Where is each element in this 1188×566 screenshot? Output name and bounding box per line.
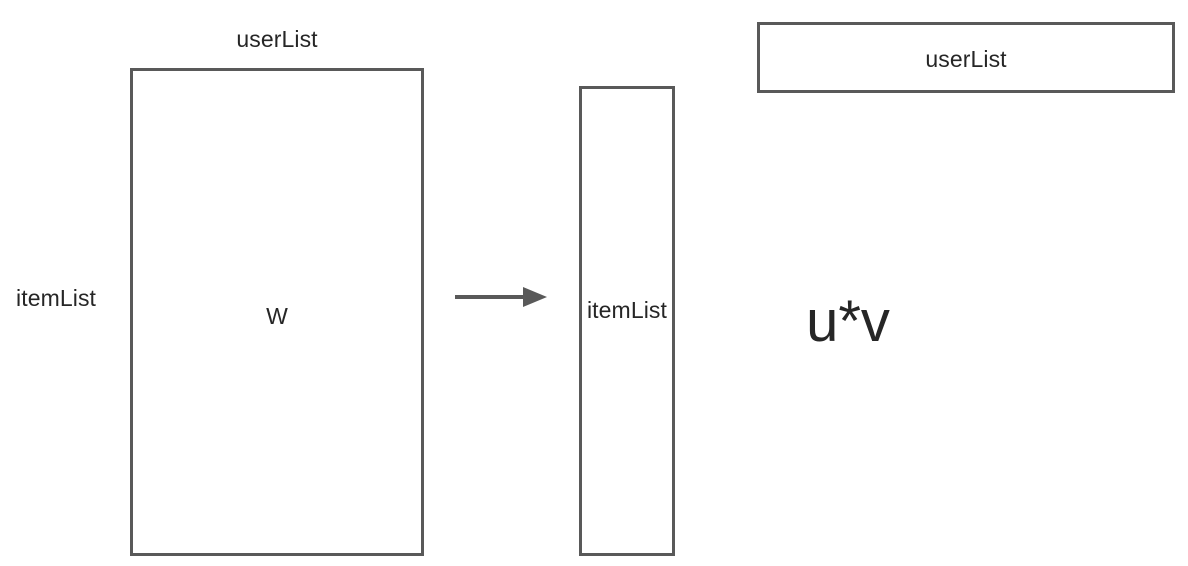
matrix-w-rectangle xyxy=(130,68,424,556)
product-formula-label: u*v xyxy=(806,289,890,354)
item-vector-rectangle xyxy=(579,86,675,556)
matrix-userlist-axis-label: userList xyxy=(236,26,318,52)
matrix-w-label: W xyxy=(266,303,288,329)
item-vector-label: itemList xyxy=(586,297,668,323)
right-arrow-icon xyxy=(455,287,547,307)
matrix-itemlist-axis-label: itemList xyxy=(16,285,97,311)
user-vector-rectangle xyxy=(757,22,1175,93)
user-vector-label: userList xyxy=(925,46,1007,72)
